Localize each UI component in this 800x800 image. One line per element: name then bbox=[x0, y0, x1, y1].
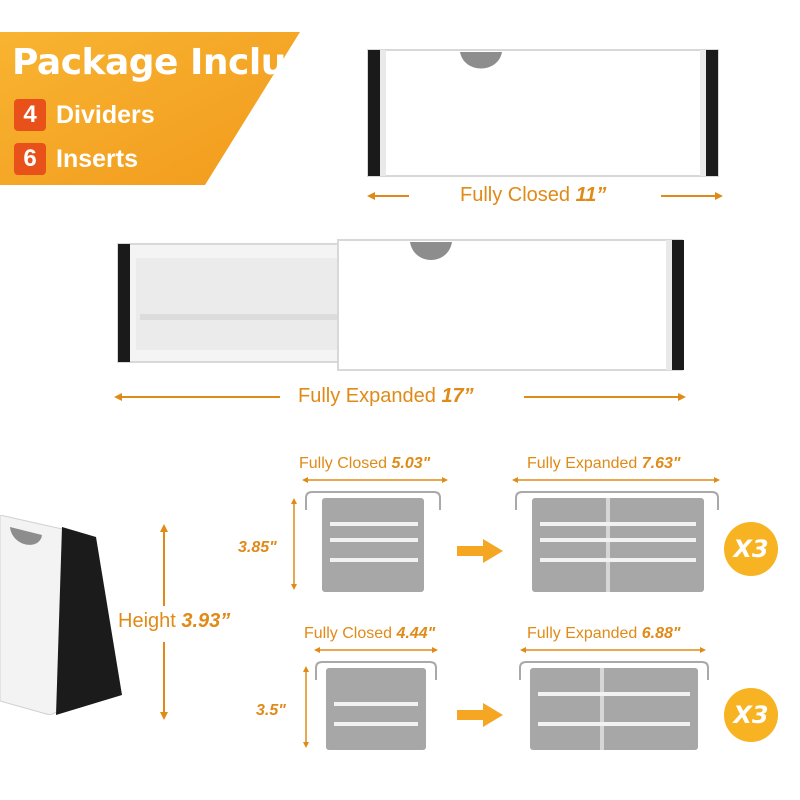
expanded-dimension-label: Fully Expanded 17” bbox=[298, 385, 474, 408]
small-insert-closed-image bbox=[315, 661, 437, 750]
large-expanded-arrow bbox=[512, 477, 720, 483]
small-quantity-badge: X3 bbox=[724, 688, 778, 742]
expanded-label-value: 17” bbox=[441, 385, 474, 407]
package-item-dividers: 4 Dividers bbox=[14, 99, 155, 131]
large-transform-arrow bbox=[457, 539, 503, 563]
small-side-arrow bbox=[303, 666, 309, 748]
divider-end-closeup bbox=[0, 515, 122, 715]
closed-dimension-arrow bbox=[367, 192, 723, 200]
large-quantity-badge: X3 bbox=[724, 522, 778, 576]
small-expanded-text: Fully Expanded bbox=[527, 625, 638, 642]
small-transform-arrow bbox=[457, 703, 503, 727]
expanded-label-text: Fully Expanded bbox=[298, 385, 436, 407]
small-side-label: 3.5" bbox=[256, 702, 286, 719]
small-expanded-value: 6.88" bbox=[641, 625, 681, 642]
small-closed-arrow bbox=[314, 647, 438, 653]
large-expanded-value: 7.63" bbox=[641, 455, 681, 472]
dividers-count: 4 bbox=[14, 99, 46, 131]
large-closed-arrow bbox=[302, 477, 448, 483]
package-title: Package Includes bbox=[12, 42, 356, 83]
large-closed-text: Fully Closed bbox=[299, 455, 388, 472]
closed-dimension-label: Fully Closed 11” bbox=[460, 184, 606, 207]
small-expanded-label: Fully Expanded 6.88" bbox=[527, 625, 680, 643]
small-expanded-arrow bbox=[520, 647, 706, 653]
height-arrow bbox=[160, 524, 168, 720]
small-closed-text: Fully Closed bbox=[304, 625, 393, 642]
dividers-label: Dividers bbox=[56, 100, 155, 129]
inserts-label: Inserts bbox=[56, 144, 138, 173]
height-label: Height 3.93” bbox=[118, 610, 230, 633]
height-label-text: Height bbox=[118, 610, 176, 632]
large-expanded-text: Fully Expanded bbox=[527, 455, 638, 472]
large-side-arrow bbox=[291, 498, 297, 590]
large-insert-expanded-image bbox=[515, 491, 719, 592]
large-expanded-label: Fully Expanded 7.63" bbox=[527, 455, 680, 473]
package-item-inserts: 6 Inserts bbox=[14, 143, 138, 175]
large-insert-closed-image bbox=[305, 491, 441, 592]
package-banner bbox=[0, 32, 300, 185]
small-closed-label: Fully Closed 4.44" bbox=[304, 625, 435, 643]
divider-closed-image bbox=[367, 49, 719, 177]
divider-expanded-image bbox=[117, 239, 684, 371]
inserts-count: 6 bbox=[14, 143, 46, 175]
expanded-dimension-arrow bbox=[114, 393, 686, 401]
height-label-value: 3.93” bbox=[181, 610, 231, 632]
small-closed-value: 4.44" bbox=[396, 625, 436, 642]
closed-label-text: Fully Closed bbox=[460, 184, 571, 206]
small-insert-expanded-image bbox=[519, 661, 709, 750]
closed-label-value: 11” bbox=[575, 184, 607, 206]
large-side-label: 3.85" bbox=[238, 539, 277, 556]
large-closed-value: 5.03" bbox=[391, 455, 431, 472]
large-closed-label: Fully Closed 5.03" bbox=[299, 455, 430, 473]
